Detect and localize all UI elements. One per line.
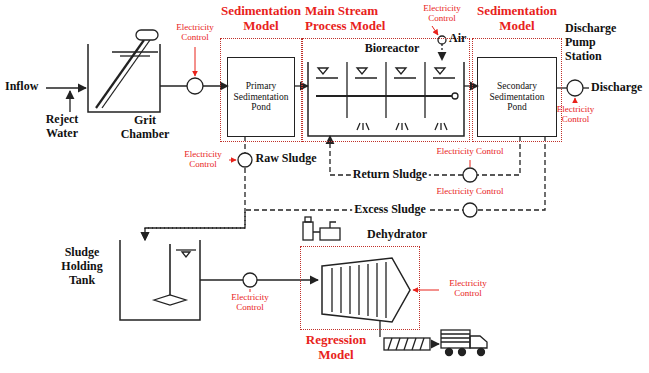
node-heading: Regression Model (300, 333, 372, 363)
edge-label: Excess Sludge (352, 203, 428, 217)
pump (243, 273, 257, 287)
model-region: Sedimentation ModelSecondary Sedimentati… (472, 38, 562, 142)
control-label: Electricity Control (413, 3, 471, 24)
node-heading: Sedimentation Model (474, 4, 560, 34)
inflow-arrow (46, 87, 86, 88)
flow-line (294, 85, 308, 86)
control-label: Electricity Control (178, 149, 228, 170)
control-label: Electricity Control (425, 146, 515, 156)
chemical-dosing-icon (303, 217, 340, 240)
pump (567, 80, 583, 96)
model-region: Regression ModelDehydrator (300, 246, 420, 330)
node-heading: Dehydrator (362, 228, 432, 242)
discharge-label: Discharge (591, 81, 648, 95)
node-heading: Bioreactor (356, 42, 428, 56)
control-label: Electricity Control (548, 104, 603, 125)
node-text: Secondary Sedimentation Pond (480, 81, 554, 114)
pumps (187, 78, 583, 287)
dehydrator: Dehydrator (318, 258, 412, 322)
pump (187, 78, 203, 94)
node-heading: Sedimentation Model (216, 4, 306, 34)
sedimentation-pond: Secondary Sedimentation Pond (478, 58, 556, 136)
control-arrows (195, 26, 575, 292)
control-label: Electricity Control (440, 278, 496, 299)
truck (441, 330, 487, 356)
sludge-holding-tank (120, 240, 200, 320)
air-blower (438, 36, 446, 44)
inflow-label: Inflow (5, 80, 47, 94)
flow-line (464, 85, 478, 86)
dehydrator-drum (322, 258, 410, 322)
discharge-line (556, 87, 567, 88)
screw-conveyor (384, 338, 430, 350)
bioreactor-tank (308, 62, 464, 136)
grit-chamber: Grit Chamber (88, 30, 160, 112)
reject-water-arrow (69, 91, 70, 112)
flow-line (200, 279, 318, 280)
node-heading: Grit Chamber (116, 114, 174, 142)
grit-chamber (88, 30, 160, 112)
reject-water-label: Reject Water (30, 113, 94, 141)
pump-station-label: Discharge Pump Station (565, 22, 627, 63)
cake-outlet (379, 321, 380, 337)
sludge-line (145, 136, 245, 240)
air-label: Air (449, 32, 473, 46)
pump (238, 153, 252, 167)
discharge-line (583, 87, 589, 88)
node-text: Primary Sedimentation Pond (230, 81, 292, 114)
pump (463, 168, 477, 182)
bioreactor: Bioreactor (308, 62, 464, 136)
model-region: Main Stream Process ModelBioreactor (302, 38, 470, 142)
node-heading: Main Stream Process Model (305, 4, 409, 34)
edge-label: Return Sludge (351, 168, 429, 182)
control-label: Electricity Control (425, 186, 515, 196)
control-label: Electricity Control (168, 22, 222, 43)
node-heading: Sludge Holding Tank (50, 246, 114, 287)
conveyor-arrow (431, 343, 439, 344)
sludge-line (145, 136, 545, 240)
edge-label: Raw Sludge (253, 152, 318, 166)
model-region: Sedimentation ModelPrimary Sedimentation… (220, 38, 302, 142)
control-label: Electricity Control (222, 292, 278, 313)
air-line (441, 44, 442, 60)
sludge-holding-tank: Sludge Holding Tank (120, 240, 200, 320)
sedimentation-pond: Primary Sedimentation Pond (228, 58, 294, 136)
pump (463, 203, 477, 217)
